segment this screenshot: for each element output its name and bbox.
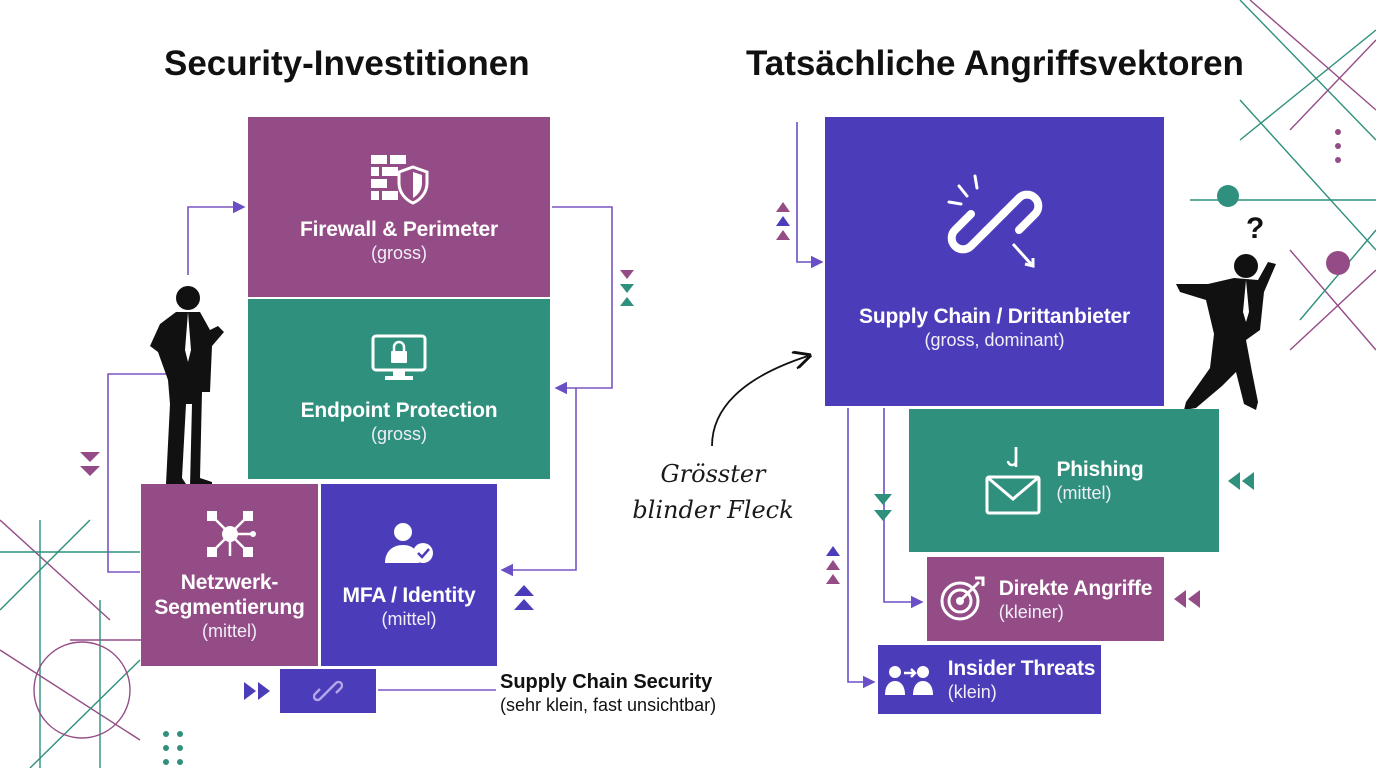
businessman-thinking-silhouette [150,286,224,486]
phishing-label: Phishing [1056,458,1144,481]
direct-attacks-label: Direkte Angriffe [998,576,1153,600]
mfa-label: MFA / Identity [342,583,476,607]
mfa-size: (mittel) [381,608,437,629]
phishing-block: Phishing (mittel) [909,409,1219,552]
triangle-markers-left [80,270,634,700]
direct-attacks-block: Direkte Angriffe (kleiner) [927,557,1164,641]
target-icon [940,576,985,621]
triangle-markers-right [776,202,1254,608]
purple-dot [1326,251,1350,275]
firewall-perimeter-block: Firewall & Perimeter (gross) [248,117,550,297]
blind-spot-annotation: Grösster blinder Fleck [628,456,798,528]
businessman-confused-silhouette [1176,254,1276,410]
geometric-lines-bottom-left [0,519,200,768]
user-check-icon [385,522,433,563]
monitor-lock-icon [371,334,427,380]
network-nodes-icon [206,511,256,557]
insider-threats-size: (klein) [947,682,997,702]
firewall-label: Firewall & Perimeter [300,217,498,241]
insider-threats-block: Insider Threats (klein) [878,645,1101,714]
network-size: (mittel) [202,621,257,641]
annotation-line1: Grösster [660,460,766,488]
network-label-line2: Segmentierung [154,596,305,619]
supply-chain-security-callout: Supply Chain Security (sehr klein, fast … [500,670,716,716]
annotation-line2: blinder Fleck [632,496,794,524]
users-transfer-icon [884,665,933,695]
geometric-lines-top-right [1190,0,1376,351]
direct-attacks-size: (kleiner) [998,601,1064,622]
phishing-size: (mittel) [1056,483,1112,503]
supply-chain-security-size: (sehr klein, fast unsichtbar) [500,695,717,715]
curved-arrow [711,356,808,447]
right-connectors [796,122,924,689]
firewall-size: (gross) [370,242,427,263]
network-label-line1: Netzwerk- [180,571,279,594]
envelope-hook-icon [985,446,1041,514]
supply-chain-security-block [280,669,376,713]
network-segmentation-block: Netzwerk- Segmentierung (mittel) [141,484,318,666]
supply-chain-security-label: Supply Chain Security [500,671,713,693]
endpoint-size: (gross) [370,423,427,444]
broken-link-icon [313,680,343,702]
supply-chain-size: (gross, dominant) [924,330,1065,350]
supply-chain-vector-block: Supply Chain / Drittanbieter (gross, dom… [825,117,1164,406]
supply-chain-label: Supply Chain / Drittanbieter [859,305,1130,328]
brick-wall-shield-icon [371,154,429,205]
left-connectors [107,200,613,691]
right-title: Tatsächliche Angriffsvektoren [746,44,1244,83]
teal-dot [1217,185,1239,207]
broken-chain-link-icon [947,174,1042,268]
dots-grid-bottom-left [163,731,183,765]
endpoint-protection-block: Endpoint Protection (gross) [248,299,550,479]
endpoint-label: Endpoint Protection [300,398,498,422]
dots-vertical-right [1335,129,1341,163]
mfa-identity-block: MFA / Identity (mittel) [321,484,497,666]
question-mark: ? [1246,212,1265,245]
left-title: Security-Investitionen [164,44,530,83]
insider-threats-label: Insider Threats [947,657,1096,680]
